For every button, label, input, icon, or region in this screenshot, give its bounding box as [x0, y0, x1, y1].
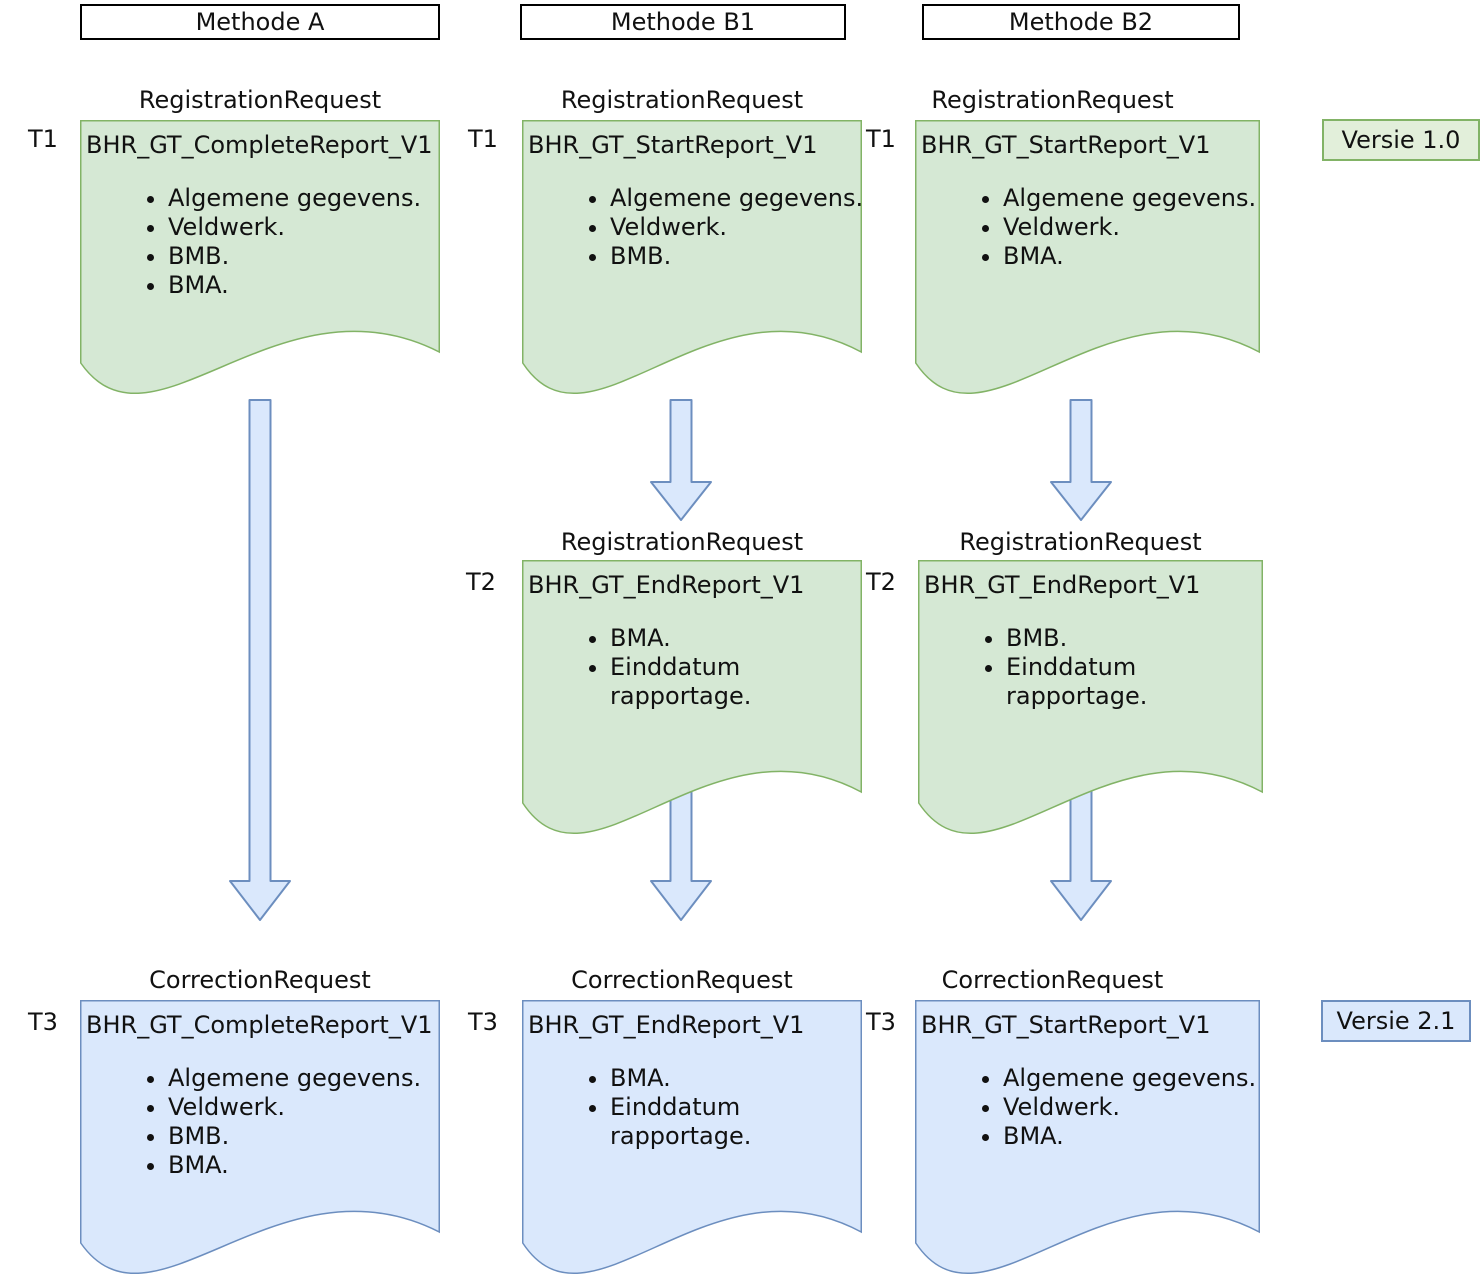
doc-bullet: Algemene gegevens.	[168, 1064, 440, 1093]
doc-bullet: Veldwerk.	[1003, 213, 1260, 242]
doc-bullet: Veldwerk.	[168, 213, 440, 242]
document-b1-t2: BHR_GT_EndReport_V1 BMA. Einddatum rappo…	[522, 560, 862, 850]
column-header-methode-b1: Methode B1	[520, 4, 846, 40]
document-b1-t3: BHR_GT_EndReport_V1 BMA. Einddatum rappo…	[522, 1000, 862, 1282]
down-arrow-a-icon	[229, 399, 291, 921]
doc-bullet: BMA.	[168, 1151, 440, 1180]
doc-title: BHR_GT_EndReport_V1	[528, 1011, 805, 1039]
doc-bullet: BMA.	[168, 271, 440, 300]
version-badge-1-0: Versie 1.0	[1322, 119, 1480, 161]
column-header-label: Methode B1	[610, 8, 756, 36]
down-arrow-b1-top-icon	[650, 399, 712, 521]
doc-title: BHR_GT_CompleteReport_V1	[86, 1011, 433, 1039]
doc-bullet-list: BMA. Einddatum rapportage.	[558, 1064, 862, 1151]
doc-bullet: Algemene gegevens.	[1003, 1064, 1260, 1093]
doc-title: BHR_GT_EndReport_V1	[528, 571, 805, 599]
document-b1-t1: BHR_GT_StartReport_V1 Algemene gegevens.…	[522, 120, 863, 410]
document-shape	[915, 120, 1260, 395]
doc-title: BHR_GT_StartReport_V1	[921, 131, 1211, 159]
column-header-label: Methode B2	[1008, 8, 1154, 36]
time-label-t1: T1	[28, 125, 58, 153]
doc-bullet: Einddatum rapportage.	[1006, 653, 1263, 711]
document-shape	[80, 120, 440, 395]
doc-bullet: Veldwerk.	[1003, 1093, 1260, 1122]
doc-bullet: BMA.	[610, 1064, 862, 1093]
doc-bullet: BMB.	[168, 242, 440, 271]
request-type-label: RegistrationRequest	[931, 86, 1174, 114]
request-type-label: RegistrationRequest	[959, 528, 1202, 556]
request-type-label: RegistrationRequest	[138, 86, 382, 114]
document-shape	[522, 1000, 862, 1275]
doc-bullet-list: Algemene gegevens. Veldwerk. BMA.	[951, 1064, 1260, 1151]
request-type-label: RegistrationRequest	[560, 528, 804, 556]
doc-bullet-list: Algemene gegevens. Veldwerk. BMB.	[558, 184, 863, 271]
down-arrow-b2-top-icon	[1050, 399, 1112, 521]
time-label-t3: T3	[28, 1008, 58, 1036]
doc-title: BHR_GT_StartReport_V1	[921, 1011, 1211, 1039]
document-shape	[80, 1000, 440, 1275]
time-label-t1: T1	[866, 125, 896, 153]
doc-bullet: Veldwerk.	[168, 1093, 440, 1122]
request-type-label: RegistrationRequest	[560, 86, 804, 114]
column-header-methode-a: Methode A	[80, 4, 440, 40]
doc-bullet: BMB.	[1006, 624, 1263, 653]
doc-bullet: BMB.	[168, 1122, 440, 1151]
document-b2-t3: BHR_GT_StartReport_V1 Algemene gegevens.…	[915, 1000, 1260, 1282]
document-a-t3: BHR_GT_CompleteReport_V1 Algemene gegeve…	[80, 1000, 440, 1282]
doc-bullet-list: Algemene gegevens. Veldwerk. BMA.	[951, 184, 1260, 271]
doc-bullet: BMA.	[610, 624, 862, 653]
doc-bullet: Algemene gegevens.	[610, 184, 863, 213]
document-a-t1: BHR_GT_CompleteReport_V1 Algemene gegeve…	[80, 120, 440, 410]
doc-title: BHR_GT_EndReport_V1	[924, 571, 1201, 599]
document-b2-t1: BHR_GT_StartReport_V1 Algemene gegevens.…	[915, 120, 1260, 410]
down-arrow-b2-bottom-icon	[1050, 789, 1112, 921]
column-header-methode-b2: Methode B2	[922, 4, 1240, 40]
doc-title: BHR_GT_StartReport_V1	[528, 131, 818, 159]
doc-bullet-list: Algemene gegevens. Veldwerk. BMB. BMA.	[116, 1064, 440, 1180]
document-shape	[918, 560, 1263, 835]
doc-bullet-list: Algemene gegevens. Veldwerk. BMB. BMA.	[116, 184, 440, 300]
request-type-label: CorrectionRequest	[941, 966, 1164, 994]
time-label-t1: T1	[468, 125, 498, 153]
request-type-label: CorrectionRequest	[571, 966, 793, 994]
column-header-label: Methode A	[195, 8, 325, 36]
doc-bullet: Algemene gegevens.	[168, 184, 440, 213]
doc-bullet: Algemene gegevens.	[1003, 184, 1260, 213]
document-shape	[915, 1000, 1260, 1275]
doc-bullet: Einddatum rapportage.	[610, 653, 862, 711]
doc-bullet-list: BMA. Einddatum rapportage.	[558, 624, 862, 711]
time-label-t2: T2	[466, 568, 496, 596]
version-badge-2-1: Versie 2.1	[1321, 1000, 1471, 1042]
document-b2-t2: BHR_GT_EndReport_V1 BMB. Einddatum rappo…	[918, 560, 1263, 850]
doc-bullet: BMB.	[610, 242, 862, 271]
doc-title: BHR_GT_CompleteReport_V1	[86, 131, 433, 159]
time-label-t3: T3	[468, 1008, 498, 1036]
down-arrow-b1-bottom-icon	[650, 789, 712, 921]
document-shape	[522, 120, 862, 395]
doc-bullet: BMA.	[1003, 242, 1260, 271]
document-shape	[522, 560, 862, 835]
doc-bullet: BMA.	[1003, 1122, 1260, 1151]
doc-bullet-list: BMB. Einddatum rapportage.	[954, 624, 1263, 711]
time-label-t3: T3	[866, 1008, 896, 1036]
time-label-t2: T2	[866, 568, 896, 596]
doc-bullet: Einddatum rapportage.	[610, 1093, 862, 1151]
request-type-label: CorrectionRequest	[149, 966, 371, 994]
doc-bullet: Veldwerk.	[610, 213, 862, 242]
